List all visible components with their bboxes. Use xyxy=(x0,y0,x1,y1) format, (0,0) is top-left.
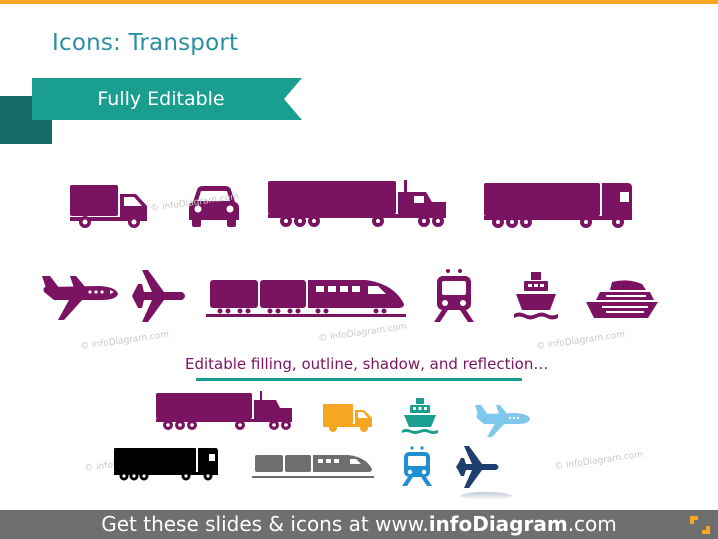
slide-title: Icons: Transport xyxy=(52,30,239,56)
cruise-ship-icon xyxy=(586,280,658,318)
semi-truck-outline-variant-icon xyxy=(156,391,292,430)
ferry-ship-icon xyxy=(514,272,558,320)
footer-suffix: .com xyxy=(567,512,617,536)
top-accent-line xyxy=(0,0,718,4)
semi-truck-trailer-icon xyxy=(268,180,446,227)
delivery-truck-orange-icon xyxy=(323,404,372,432)
footer-promo-text[interactable]: Get these slides & icons at www.infoDiag… xyxy=(0,510,718,539)
subtitle-underline xyxy=(196,378,522,381)
airplane-top-navy-icon xyxy=(456,446,512,500)
airplane-top-icon xyxy=(132,270,185,322)
footer-prefix: Get these slides & icons at www. xyxy=(101,512,429,536)
infodiagram-logo-icon xyxy=(690,516,710,534)
metro-train-front-blue-icon xyxy=(402,446,432,486)
watermark: © infoDiagram.com xyxy=(317,321,408,345)
watermark: © infoDiagram.com xyxy=(553,449,644,473)
ferry-ship-teal-icon xyxy=(402,398,438,434)
high-speed-train-icon xyxy=(206,280,406,317)
metro-train-front-icon xyxy=(434,269,474,322)
airplane-lightblue-icon xyxy=(475,405,530,437)
box-truck-icon xyxy=(484,183,632,228)
watermark: © infoDiagram.com xyxy=(535,329,626,353)
high-speed-train-gray-icon xyxy=(252,455,374,478)
banner-label: Fully Editable xyxy=(97,88,225,110)
box-truck-black-icon xyxy=(114,448,218,481)
footer-brand: infoDiagram xyxy=(428,512,568,536)
editable-features-subtitle: Editable filling, outline, shadow, and r… xyxy=(185,355,549,373)
airplane-side-icon xyxy=(42,276,118,320)
car-icon xyxy=(189,186,239,227)
watermark: © infoDiagram.com xyxy=(79,329,170,353)
banner-ribbon xyxy=(32,78,302,120)
footer-bar: Get these slides & icons at www.infoDiag… xyxy=(0,510,718,539)
delivery-truck-icon xyxy=(70,185,147,228)
